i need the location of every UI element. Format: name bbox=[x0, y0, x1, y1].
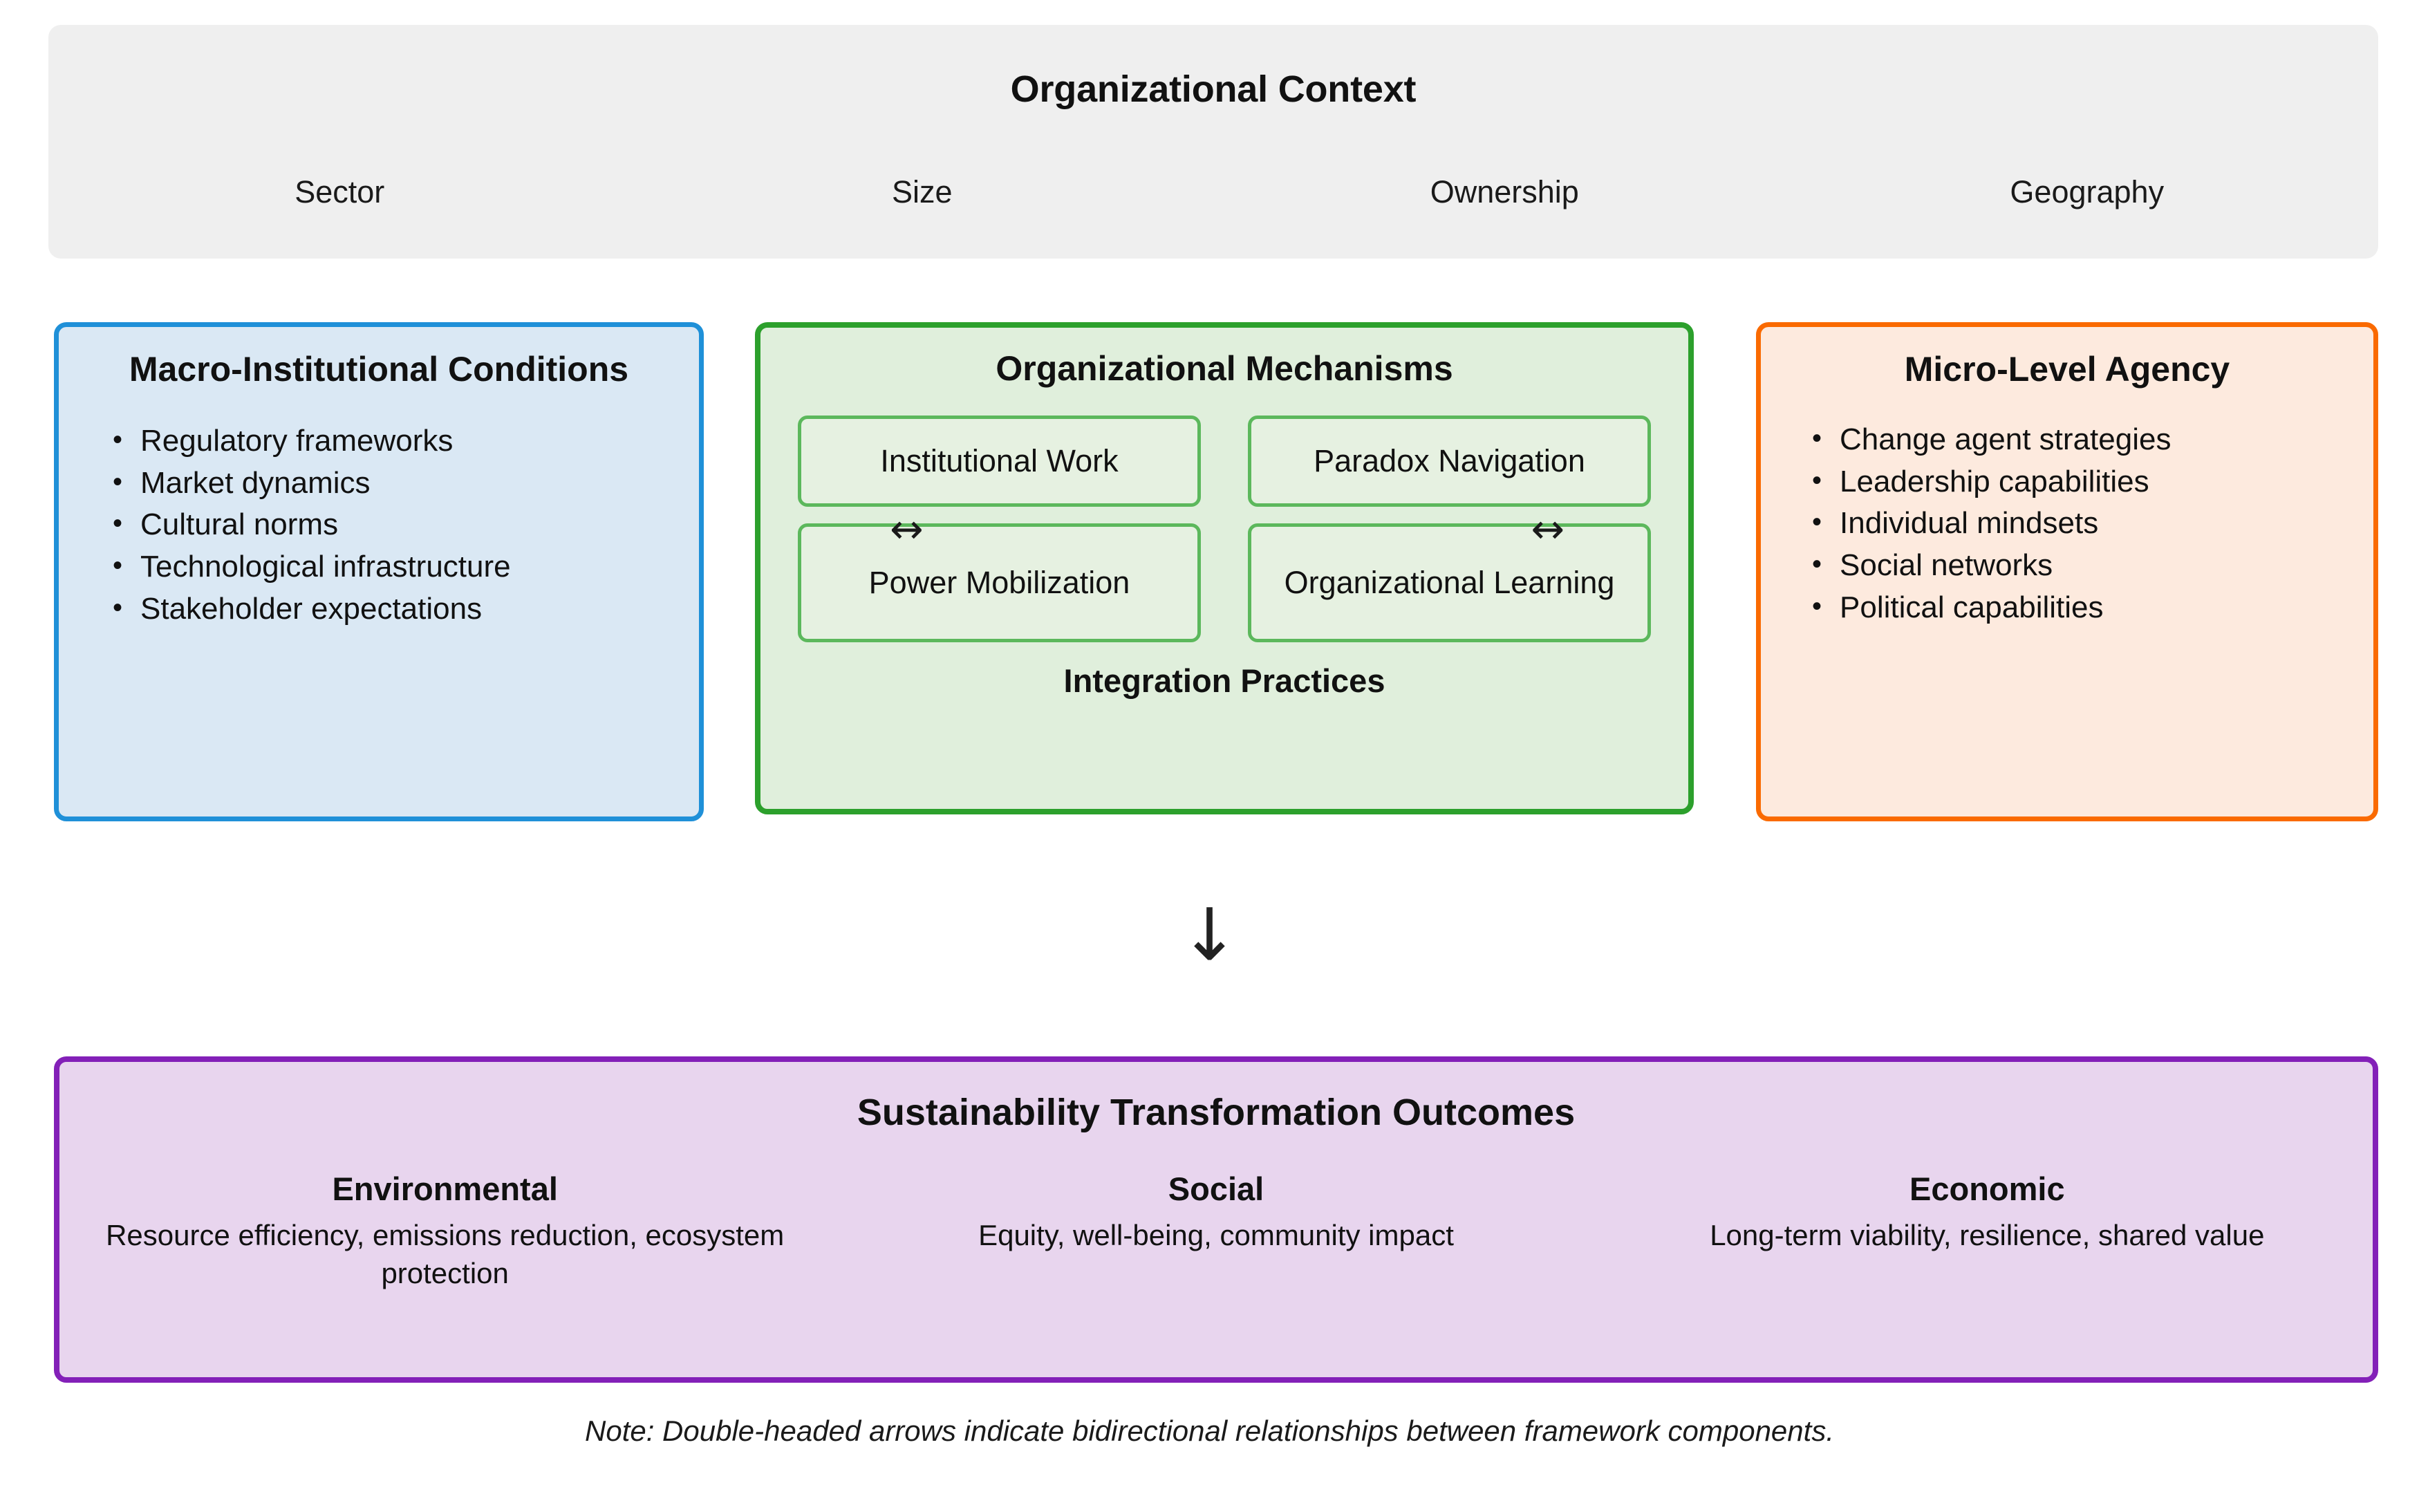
down-arrow-icon: ↓ bbox=[1179, 893, 1240, 977]
list-item: Cultural norms bbox=[100, 503, 699, 546]
list-item: Social networks bbox=[1800, 544, 2373, 587]
outcome-description: Resource efficiency, emissions reduction… bbox=[106, 1219, 785, 1290]
bidirectional-arrow-icon: ↔ bbox=[890, 505, 924, 552]
mechanism-box-institutional-work: Institutional Work bbox=[798, 416, 1201, 507]
mechanism-label: Organizational Learning bbox=[1284, 564, 1615, 600]
context-dimension-size: Size bbox=[891, 174, 953, 209]
list-item: Market dynamics bbox=[100, 462, 699, 505]
bidirectional-arrow-icon: ↔ bbox=[1531, 505, 1565, 552]
outcome-column-environmental: Environmental Resource efficiency, emiss… bbox=[59, 1170, 830, 1293]
panel-organizational-mechanisms: Organizational Mechanisms Institutional … bbox=[755, 322, 1694, 814]
mechanism-box-power-mobilization: ↔ Power Mobilization bbox=[798, 509, 1201, 642]
outcomes-columns: Environmental Resource efficiency, emiss… bbox=[59, 1170, 2373, 1293]
diagram-footnote: Note: Double-headed arrows indicate bidi… bbox=[585, 1415, 1834, 1447]
panel-mechanisms-title: Organizational Mechanisms bbox=[996, 349, 1453, 388]
mechanism-label: Institutional Work bbox=[880, 442, 1119, 478]
context-dimension-ownership: Ownership bbox=[1430, 174, 1579, 209]
panel-sustainability-transformation-outcomes: Sustainability Transformation Outcomes E… bbox=[54, 1056, 2378, 1383]
panel-micro-title: Micro-Level Agency bbox=[1904, 350, 2230, 389]
mechanisms-row-top: Institutional Work Paradox Navigation bbox=[798, 416, 1651, 507]
panel-micro-list: Change agent strategies Leadership capab… bbox=[1800, 418, 2373, 629]
panel-macro-list: Regulatory frameworks Market dynamics Cu… bbox=[100, 420, 699, 631]
list-item: Technological infrastructure bbox=[100, 545, 699, 588]
context-dimensions-row: Sector Size Ownership Geography bbox=[48, 174, 2378, 210]
mechanism-box-paradox-navigation: Paradox Navigation bbox=[1248, 416, 1651, 507]
outcome-description: Equity, well-being, community impact bbox=[978, 1219, 1454, 1251]
outcome-column-social: Social Equity, well-being, community imp… bbox=[830, 1170, 1601, 1293]
organizational-context-band: Organizational Context Sector Size Owner… bbox=[48, 25, 2378, 259]
list-item: Change agent strategies bbox=[1800, 418, 2373, 461]
panel-macro-institutional-conditions: Macro-Institutional Conditions Regulator… bbox=[54, 322, 704, 821]
list-item: Political capabilities bbox=[1800, 586, 2373, 629]
mechanism-label: Paradox Navigation bbox=[1314, 442, 1585, 478]
list-item: Leadership capabilities bbox=[1800, 460, 2373, 503]
outcome-column-economic: Economic Long-term viability, resilience… bbox=[1602, 1170, 2373, 1293]
outcome-heading: Economic bbox=[1909, 1170, 2065, 1207]
mechanism-box-organizational-learning: ↔ Organizational Learning bbox=[1248, 509, 1651, 642]
context-dimension-geography: Geography bbox=[2010, 174, 2165, 209]
outcome-heading: Social bbox=[1168, 1170, 1264, 1207]
outcome-description: Long-term viability, resilience, shared … bbox=[1710, 1219, 2265, 1251]
context-dimension-sector: Sector bbox=[295, 174, 385, 209]
integration-practices-label: Integration Practices bbox=[1063, 662, 1385, 699]
mechanism-label: Power Mobilization bbox=[868, 564, 1130, 600]
list-item: Regulatory frameworks bbox=[100, 420, 699, 463]
panel-micro-level-agency: Micro-Level Agency Change agent strategi… bbox=[1756, 322, 2378, 821]
outcomes-title: Sustainability Transformation Outcomes bbox=[857, 1092, 1576, 1133]
list-item: Stakeholder expectations bbox=[100, 588, 699, 631]
context-title: Organizational Context bbox=[1010, 68, 1417, 110]
list-item: Individual mindsets bbox=[1800, 502, 2373, 545]
panel-macro-title: Macro-Institutional Conditions bbox=[129, 350, 629, 389]
mechanisms-grid: Institutional Work Paradox Navigation ↔ … bbox=[798, 416, 1651, 700]
outcome-heading: Environmental bbox=[332, 1170, 558, 1207]
mechanisms-row-bottom: ↔ Power Mobilization ↔ Organizational Le… bbox=[798, 509, 1651, 642]
